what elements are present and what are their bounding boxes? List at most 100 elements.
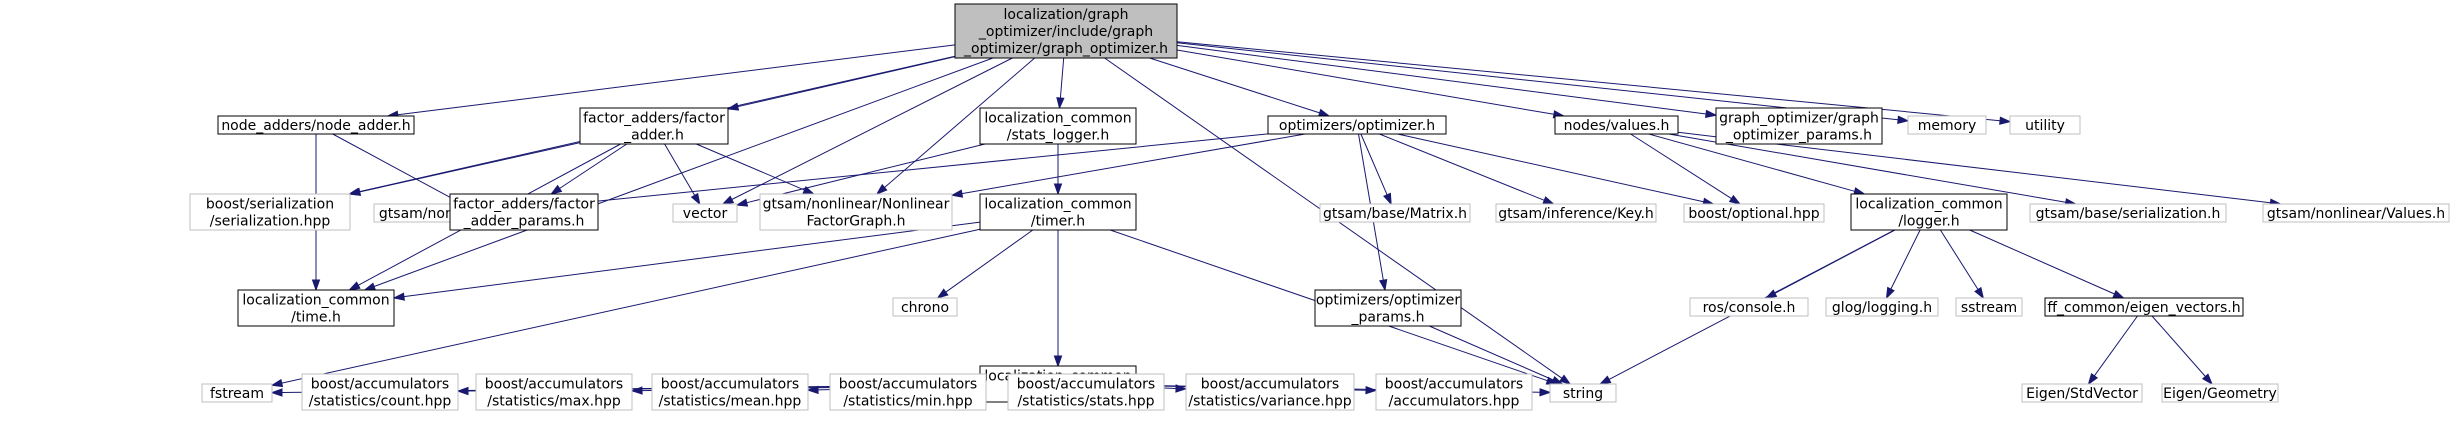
edges-layer xyxy=(270,41,2282,403)
edge-timer-to-averager xyxy=(1053,230,1063,368)
node-label: boost/accumulators xyxy=(661,377,799,393)
node-box xyxy=(1495,203,1657,223)
node-box xyxy=(2262,203,2450,223)
node-label: boost/accumulators xyxy=(1201,377,1339,393)
node-eigen-geometry: Eigen/Geometry xyxy=(2161,383,2279,403)
arrowhead-icon xyxy=(392,292,405,301)
node-label: /timer.h xyxy=(1031,214,1085,230)
node-label: vector xyxy=(683,206,728,222)
node-label: /statistics/variance.hpp xyxy=(1188,394,1351,410)
arrowhead-icon xyxy=(735,198,749,207)
edge-root-to-vector xyxy=(721,57,1013,205)
node-glog: glog/logging.h xyxy=(1825,297,1939,317)
arrowhead-icon xyxy=(1383,192,1392,206)
arrowhead-icon xyxy=(936,288,949,299)
node-label: graph_optimizer/graph xyxy=(1719,111,1879,127)
node-label: gtsam/nonlinear/Values.h xyxy=(2267,206,2445,222)
node-label: string xyxy=(1563,386,1603,402)
arrowhead-icon xyxy=(1897,115,1910,124)
node-memory: memory xyxy=(1907,115,1987,135)
node-label: sstream xyxy=(1961,300,2017,316)
node-box xyxy=(237,289,395,327)
arrowhead-icon xyxy=(1365,385,1378,395)
edge-root-to-go_params xyxy=(1176,44,1718,119)
edge-line xyxy=(559,143,628,189)
arrowhead-icon xyxy=(1885,286,1895,300)
edge-line xyxy=(1176,42,1899,121)
node-label: boost/accumulators xyxy=(311,377,449,393)
edge-factor_adder-to-boost_ser xyxy=(348,142,581,196)
node-label: /serialization.hpp xyxy=(210,214,331,230)
node-box xyxy=(892,297,958,317)
node-box xyxy=(301,373,459,411)
node-label: memory xyxy=(1918,118,1977,134)
edge-root-to-nfg xyxy=(875,57,1036,195)
node-fstream: fstream xyxy=(201,383,273,403)
node-optimizer[interactable]: optimizers/optimizer.h xyxy=(1267,115,1447,135)
node-label: Eigen/StdVector xyxy=(2026,386,2138,402)
node-box xyxy=(217,115,415,135)
node-label: Eigen/Geometry xyxy=(2163,386,2277,402)
edge-factor_adder-to-fa_params xyxy=(549,143,628,195)
node-label: FactorGraph.h xyxy=(806,214,905,230)
arrowhead-icon xyxy=(1999,116,2012,125)
node-label: /time.h xyxy=(291,310,341,326)
arrowhead-icon xyxy=(2087,372,2099,386)
node-stats-logger[interactable]: localization_common/stats_logger.h xyxy=(979,107,1137,145)
node-box xyxy=(1267,115,1447,135)
edge-line xyxy=(1059,57,1065,99)
node-label: localization_common xyxy=(984,197,1131,213)
edge-line xyxy=(1176,44,1707,115)
arrowhead-icon xyxy=(2201,373,2214,386)
node-key: gtsam/inference/Key.h xyxy=(1495,203,1657,223)
node-acc-stats: boost/accumulators/statistics/stats.hpp xyxy=(1007,373,1165,411)
node-values[interactable]: nodes/values.h xyxy=(1554,115,1679,135)
node-label: gtsam/base/serialization.h xyxy=(2036,206,2221,222)
node-rosconsole: ros/console.h xyxy=(1689,297,1809,317)
arrowhead-icon xyxy=(950,189,964,198)
node-label: _optimizer_params.h xyxy=(1725,128,1872,144)
node-fa-params[interactable]: factor_adders/factor_adder_params.h xyxy=(449,193,599,231)
edge-line xyxy=(664,143,696,196)
edge-root-to-optimizer xyxy=(1149,57,1331,117)
node-label: localization/graph xyxy=(1004,7,1129,23)
node-box xyxy=(979,193,1137,231)
node-box xyxy=(2009,115,2081,135)
edge-line xyxy=(281,228,981,384)
edge-line xyxy=(1630,133,1732,200)
node-node-adder[interactable]: node_adders/node_adder.h xyxy=(217,115,415,135)
edge-logger-to-sstream xyxy=(1939,229,1985,300)
node-acc-min: boost/accumulators/statistics/min.hpp xyxy=(829,373,987,411)
edge-root-to-stats_logger xyxy=(1056,57,1065,110)
node-box xyxy=(672,203,738,223)
node-eigen-vectors[interactable]: ff_common/eigen_vectors.h xyxy=(2044,297,2244,317)
arrowhead-icon xyxy=(1728,194,1742,205)
node-label: localization_common xyxy=(242,293,389,309)
edge-root-to-memory xyxy=(1176,42,1910,124)
node-box xyxy=(1907,115,1987,135)
node-label: optimizers/optimizer xyxy=(1316,293,1460,309)
node-time[interactable]: localization_common/time.h xyxy=(237,289,395,327)
node-timer[interactable]: localization_common/timer.h xyxy=(979,193,1137,231)
node-label: utility xyxy=(2025,118,2065,134)
node-label: /logger.h xyxy=(1898,214,1959,230)
node-box xyxy=(954,3,1178,59)
node-box xyxy=(1375,373,1533,411)
edge-line xyxy=(884,57,1036,188)
node-box xyxy=(1850,193,2008,231)
node-root[interactable]: localization/graph_optimizer/include/gra… xyxy=(954,3,1178,59)
edge-factor_adder-to-vector xyxy=(664,143,701,206)
node-label: optimizers/optimizer.h xyxy=(1279,118,1435,134)
edge-line xyxy=(1648,133,1855,192)
edge-line xyxy=(1890,229,1921,290)
node-box xyxy=(1689,297,1809,317)
node-opt-params[interactable]: optimizers/optimizer_params.h xyxy=(1314,289,1462,327)
node-factor-adder[interactable]: factor_adders/factor_adder.h xyxy=(579,107,729,145)
node-utility: utility xyxy=(2009,115,2081,135)
node-label: boost/accumulators xyxy=(839,377,977,393)
node-logger[interactable]: localization_common/logger.h xyxy=(1850,193,2008,231)
node-go-params[interactable]: graph_optimizer/graph_optimizer_params.h xyxy=(1715,107,1883,145)
edge-eigen_vectors-to-eigen_stdvector xyxy=(2087,315,2138,386)
